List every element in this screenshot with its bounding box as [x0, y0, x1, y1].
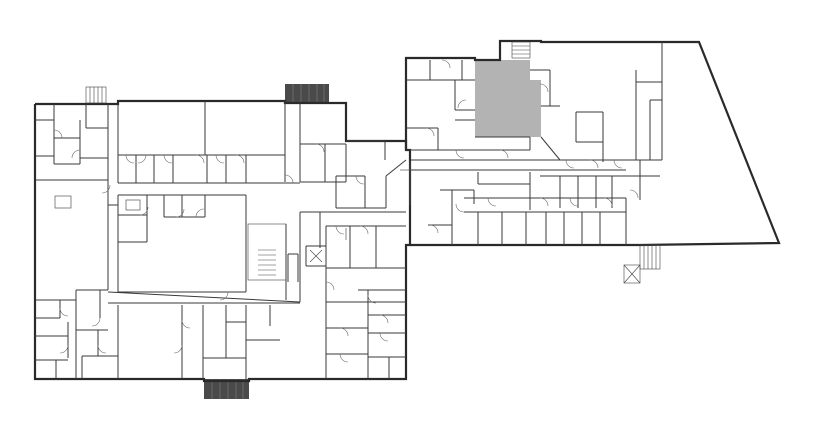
fixture-lines: [54, 162, 411, 263]
stair-nw: [85, 86, 107, 104]
highlighted-room-fill: [475, 60, 541, 137]
stair-tower-south-treads: [211, 379, 244, 399]
stair-tower-north-treads: [292, 84, 325, 103]
stair-towers: [204, 84, 329, 399]
west-wing-outline: [33, 99, 412, 383]
highlighted-room: [475, 60, 541, 137]
door-swings: [53, 59, 639, 363]
interior-walls-west: [35, 101, 407, 379]
elevator-se: [623, 264, 641, 284]
stair-tower-north: [285, 84, 329, 103]
interior-walls-east: [406, 42, 663, 245]
stair-se: [639, 244, 661, 270]
stair-central: [247, 223, 287, 281]
small-stairs: [85, 41, 661, 284]
stair-tower-south: [204, 379, 249, 399]
